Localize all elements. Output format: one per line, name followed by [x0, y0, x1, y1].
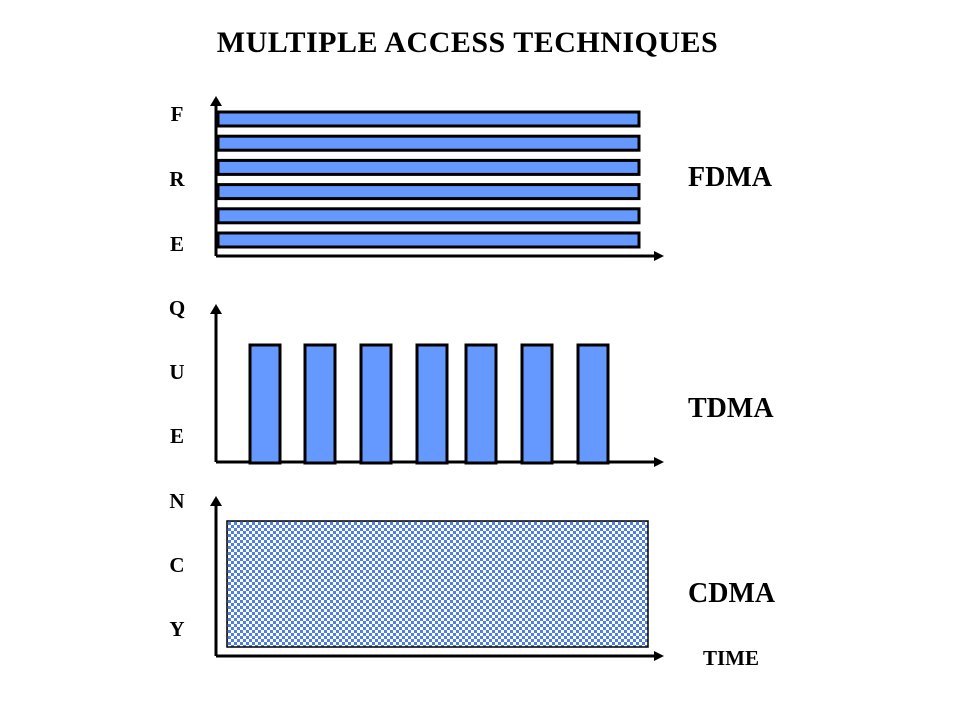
tdma-slot: [576, 343, 610, 465]
tdma-slot: [415, 343, 449, 465]
page-title: MULTIPLE ACCESS TECHNIQUES: [216, 26, 719, 59]
tdma-slot: [359, 343, 393, 465]
cdma-shared-block: [226, 520, 649, 648]
y-axis-letter: E: [169, 424, 184, 448]
tdma-frequency-arrow: [210, 304, 222, 314]
fdma-channels: [216, 110, 641, 249]
y-axis-letter: R: [169, 167, 185, 191]
y-axis-letter: F: [170, 102, 184, 126]
fdma-channel: [216, 110, 641, 128]
fdma-channel: [216, 134, 641, 152]
y-axis-letter: C: [169, 553, 185, 577]
fdma-channel: [216, 207, 641, 225]
tdma-slot: [303, 343, 337, 465]
fdma-time-arrow: [654, 251, 664, 261]
y-axis-letter: Y: [169, 617, 185, 641]
tdma-slot: [248, 343, 282, 465]
tdma-time-arrow: [654, 457, 664, 467]
tdma-slot: [464, 343, 498, 465]
fdma-axes: [210, 96, 664, 261]
fdma-label: FDMA: [688, 162, 772, 193]
y-axis-letter: Q: [168, 296, 186, 320]
y-axis-letter: U: [169, 360, 185, 384]
cdma-axes: [210, 496, 664, 661]
fdma-frequency-arrow: [210, 96, 222, 106]
fdma-channel: [216, 158, 641, 176]
time-axis-label: TIME: [703, 646, 760, 670]
cdma-time-arrow: [654, 651, 664, 661]
tdma-label: TDMA: [688, 393, 774, 424]
tdma-slots: [248, 343, 610, 465]
fdma-channel: [216, 183, 641, 201]
tdma-slot: [520, 343, 554, 465]
cdma-label: CDMA: [688, 578, 776, 609]
fdma-channel: [216, 231, 641, 249]
cdma-frequency-arrow: [210, 496, 222, 506]
y-axis-letter: N: [169, 489, 185, 513]
y-axis-letter: E: [169, 232, 184, 256]
